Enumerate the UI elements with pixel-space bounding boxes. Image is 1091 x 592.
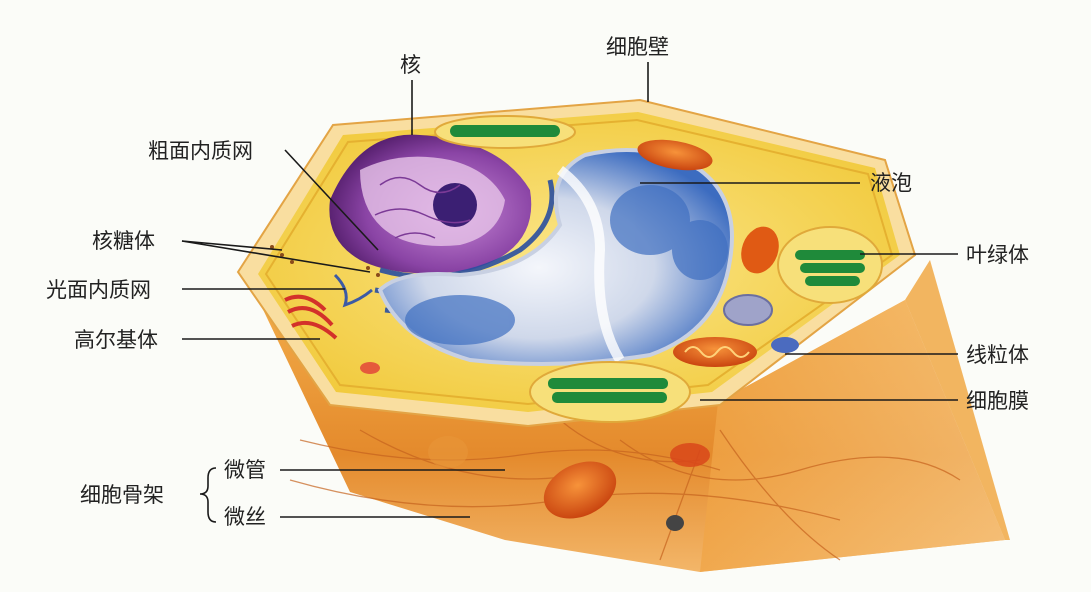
label-vacuole: 液泡 [870, 171, 912, 195]
label-chloroplast: 叶绿体 [966, 243, 1029, 267]
label-microtubule: 微管 [224, 458, 266, 482]
chloroplast-top [435, 116, 575, 148]
label-cell-wall: 细胞壁 [606, 35, 669, 59]
cytoskeleton-brace [200, 468, 216, 522]
label-rough-er: 粗面内质网 [148, 139, 253, 163]
chloroplast-right [778, 227, 882, 303]
label-smooth-er: 光面内质网 [46, 278, 151, 302]
label-ribosome: 核糖体 [92, 229, 155, 253]
label-cytoskeleton: 细胞骨架 [80, 483, 164, 507]
chloroplast-bottom [530, 362, 690, 422]
label-nucleus: 核 [400, 53, 421, 77]
label-golgi: 高尔基体 [74, 328, 158, 352]
label-cell-membrane: 细胞膜 [966, 389, 1029, 413]
label-microfilament: 微丝 [224, 505, 266, 529]
label-mitochondrion: 线粒体 [966, 343, 1029, 367]
